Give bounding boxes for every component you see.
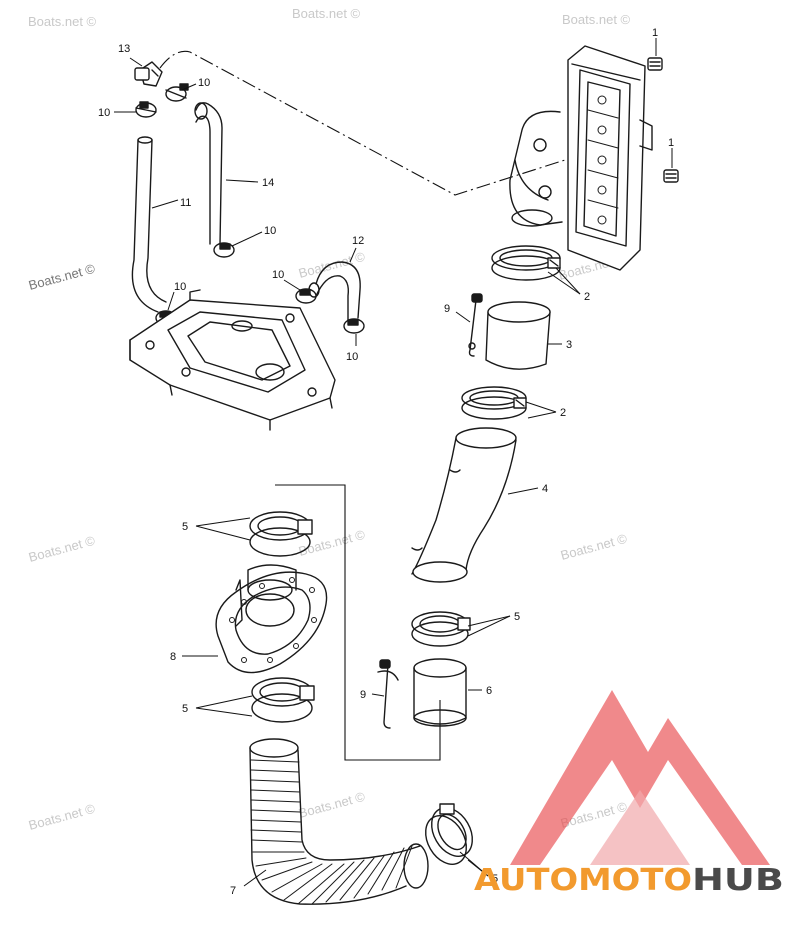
callout-number: 10 <box>272 269 284 281</box>
watermark-text: Boats.net © <box>27 533 97 565</box>
plug-part-1 <box>647 57 663 71</box>
callout-number: 9 <box>360 689 366 701</box>
callout-numbers: 1 1 13 10 10 10 11 14 10 10 12 10 2 9 3 … <box>98 27 674 897</box>
callout-number: 13 <box>118 43 130 55</box>
watermark-text: Boats.net © <box>292 6 361 21</box>
hose-clamp-pair-part-5 <box>411 611 471 647</box>
callout-number: 10 <box>264 225 276 237</box>
callout-number: 11 <box>180 197 191 209</box>
watermark-text: Boats.net © <box>297 249 367 281</box>
callout-number: 1 <box>652 27 658 39</box>
hose-clamp-part-10 <box>213 242 235 258</box>
corrugated-exhaust-hose-part-7 <box>249 738 429 905</box>
callout-number: 5 <box>492 873 498 885</box>
callout-number: 10 <box>198 77 210 89</box>
coupling-part-3 <box>485 301 551 370</box>
callout-number: 10 <box>174 281 186 293</box>
watermarks: Boats.net © Boats.net © Boats.net © Boat… <box>27 6 631 833</box>
water-hose-part-14 <box>194 102 223 245</box>
mounting-flange-part-8 <box>215 564 328 674</box>
watermark-text: Boats.net © <box>27 261 97 293</box>
plug-part-1 <box>663 169 679 183</box>
callout-number: 6 <box>486 685 492 697</box>
callout-number: 10 <box>346 351 358 363</box>
coupling-part-6 <box>413 658 467 727</box>
callout-number: 1 <box>668 137 674 149</box>
hose-clamp-part-10 <box>165 83 189 102</box>
bracket-lines <box>275 484 441 761</box>
watermark-text: Boats.net © <box>297 789 367 821</box>
callout-number: 7 <box>230 885 236 897</box>
hose-clamp-pair-part-5 <box>251 677 315 723</box>
hose-clamp-part-10 <box>343 318 365 334</box>
brand-text-secondary: HUB <box>692 863 784 898</box>
adapter-plate <box>129 289 336 431</box>
callout-number: 5 <box>182 521 188 533</box>
callout-number: 2 <box>560 407 566 419</box>
callout-leaders <box>114 38 673 887</box>
callout-number: 5 <box>182 703 188 715</box>
callout-number: 9 <box>444 303 450 315</box>
automotohub-logo-text: AUTOMOTO HUB <box>474 863 784 898</box>
brand-text-primary: AUTOMOTO <box>474 863 692 898</box>
watermark-text: Boats.net © <box>27 801 97 833</box>
leader-lines <box>159 50 566 196</box>
callout-number: 2 <box>584 291 590 303</box>
callout-number: 10 <box>98 107 110 119</box>
watermark-text: Boats.net © <box>559 531 629 563</box>
water-hose-part-12 <box>308 261 361 321</box>
hose-clamp-pair-part-2 <box>491 245 561 281</box>
hose-clamp-part-10 <box>135 101 157 118</box>
hose-clamp-pair-part-2 <box>461 386 527 420</box>
callout-number: 5 <box>514 611 520 623</box>
clip-part-9 <box>468 293 483 357</box>
automotohub-logo-mark <box>510 690 770 865</box>
water-hose-part-11 <box>131 136 167 313</box>
callout-number: 14 <box>262 177 274 189</box>
callout-number: 12 <box>352 235 364 247</box>
exhaust-elbow-part-4 <box>411 427 517 583</box>
hose-clamp-part-10 <box>295 288 317 304</box>
callout-number: 3 <box>566 339 572 351</box>
exhaust-manifold <box>509 45 653 271</box>
elbow-fitting-part-13 <box>134 61 163 87</box>
hose-clamp-pair-part-5 <box>249 511 313 557</box>
callout-number: 4 <box>542 483 548 495</box>
hose-clamp-part-5 <box>425 803 473 865</box>
watermark-text: Boats.net © <box>562 12 631 27</box>
callout-number: 8 <box>170 651 176 663</box>
watermark-text: Boats.net © <box>28 14 97 29</box>
clip-part-9 <box>377 659 399 729</box>
